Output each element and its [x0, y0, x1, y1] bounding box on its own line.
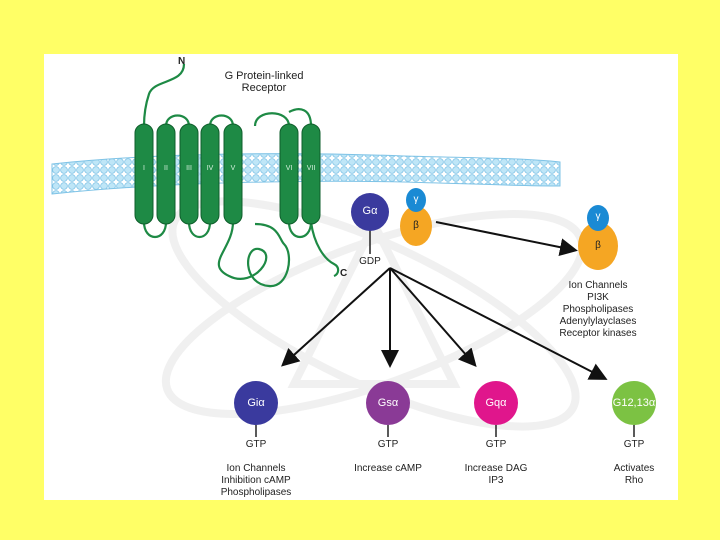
arrow-to-gq: [389, 267, 477, 368]
effect-item: Phospholipases: [220, 487, 292, 498]
receptor-title-line1: G Protein-linked: [224, 70, 304, 82]
beta-subunit-free: [578, 222, 618, 270]
beta-gamma-target: Receptor kinases: [559, 328, 637, 339]
beta-free-label: β: [595, 240, 601, 251]
helix-iv: [200, 123, 220, 225]
helix-label: V: [231, 165, 236, 172]
arrow-to-beta-gamma: [435, 221, 578, 257]
helix-label: I: [143, 165, 145, 172]
effect-item: IP3: [488, 475, 504, 486]
alpha-subunit-name: Gsα: [377, 397, 399, 409]
beta-gamma-target: Adenylylayclases: [559, 316, 637, 327]
arrow-to-g1213: [389, 267, 608, 380]
gamma-subunit: [406, 188, 426, 212]
c-terminus-label: C: [340, 268, 348, 279]
effect-item: Inhibition cAMP: [221, 475, 291, 486]
beta-gamma-target: Ion Channels: [568, 280, 628, 291]
g-alpha-label: Gα: [362, 205, 378, 217]
alpha-subunit-name: Gqα: [485, 397, 507, 409]
n-terminus-label: N: [178, 56, 186, 67]
gamma-label: γ: [413, 194, 419, 205]
alpha-subunit-circle: [234, 381, 278, 425]
alpha-subunit-name: Giα: [247, 397, 265, 409]
effect-item: Rho: [624, 475, 644, 486]
gamma-subunit-free: [587, 205, 609, 231]
helix-label: VI: [286, 165, 293, 172]
effect-item: Activates: [613, 463, 655, 474]
gtp-label: GTP: [485, 439, 507, 450]
gtp-label: GTP: [245, 439, 267, 450]
helix-iii: [179, 123, 199, 225]
arrow-to-gi: [281, 267, 391, 367]
beta-subunit: [400, 206, 432, 246]
receptor-title-line2: Receptor: [241, 82, 287, 94]
beta-gamma-target: PI3K: [587, 292, 609, 303]
gamma-free-label: γ: [595, 211, 601, 222]
helix-label: II: [164, 165, 168, 172]
helix-vi: [279, 123, 299, 225]
arrows: [281, 221, 608, 380]
alpha-subunit-circle: [612, 381, 656, 425]
receptor-title: G Protein-linked Receptor: [204, 70, 324, 94]
g-alpha-subunit: [351, 193, 389, 231]
subunit-effects: Increase cAMP: [338, 463, 438, 475]
gdp-label: GDP: [359, 256, 381, 267]
beta-label: β: [413, 220, 419, 231]
alpha-subunit-circle: [366, 381, 410, 425]
heterotrimer: [351, 188, 432, 254]
gtp-label: GTP: [623, 439, 645, 450]
helix-v: [223, 123, 243, 225]
helix-label: VII: [307, 165, 316, 172]
helix-label: III: [186, 165, 192, 172]
alpha-subunit-circle: [474, 381, 518, 425]
helix-i: [134, 123, 154, 225]
gtp-label: GTP: [377, 439, 399, 450]
released-beta-gamma: [578, 205, 618, 270]
effect-item: Increase cAMP: [354, 463, 422, 474]
alpha-subunits: [234, 381, 656, 437]
helix-label: IV: [207, 165, 214, 172]
helix-vii: [301, 123, 321, 225]
alpha-subunit-name: G12,13α: [612, 397, 656, 409]
helix-ii: [156, 123, 176, 225]
effect-item: Increase DAG: [464, 463, 528, 474]
effect-item: Ion Channels: [226, 463, 286, 474]
beta-gamma-target: Phospholipases: [562, 304, 634, 315]
receptor-loops: [142, 63, 340, 288]
